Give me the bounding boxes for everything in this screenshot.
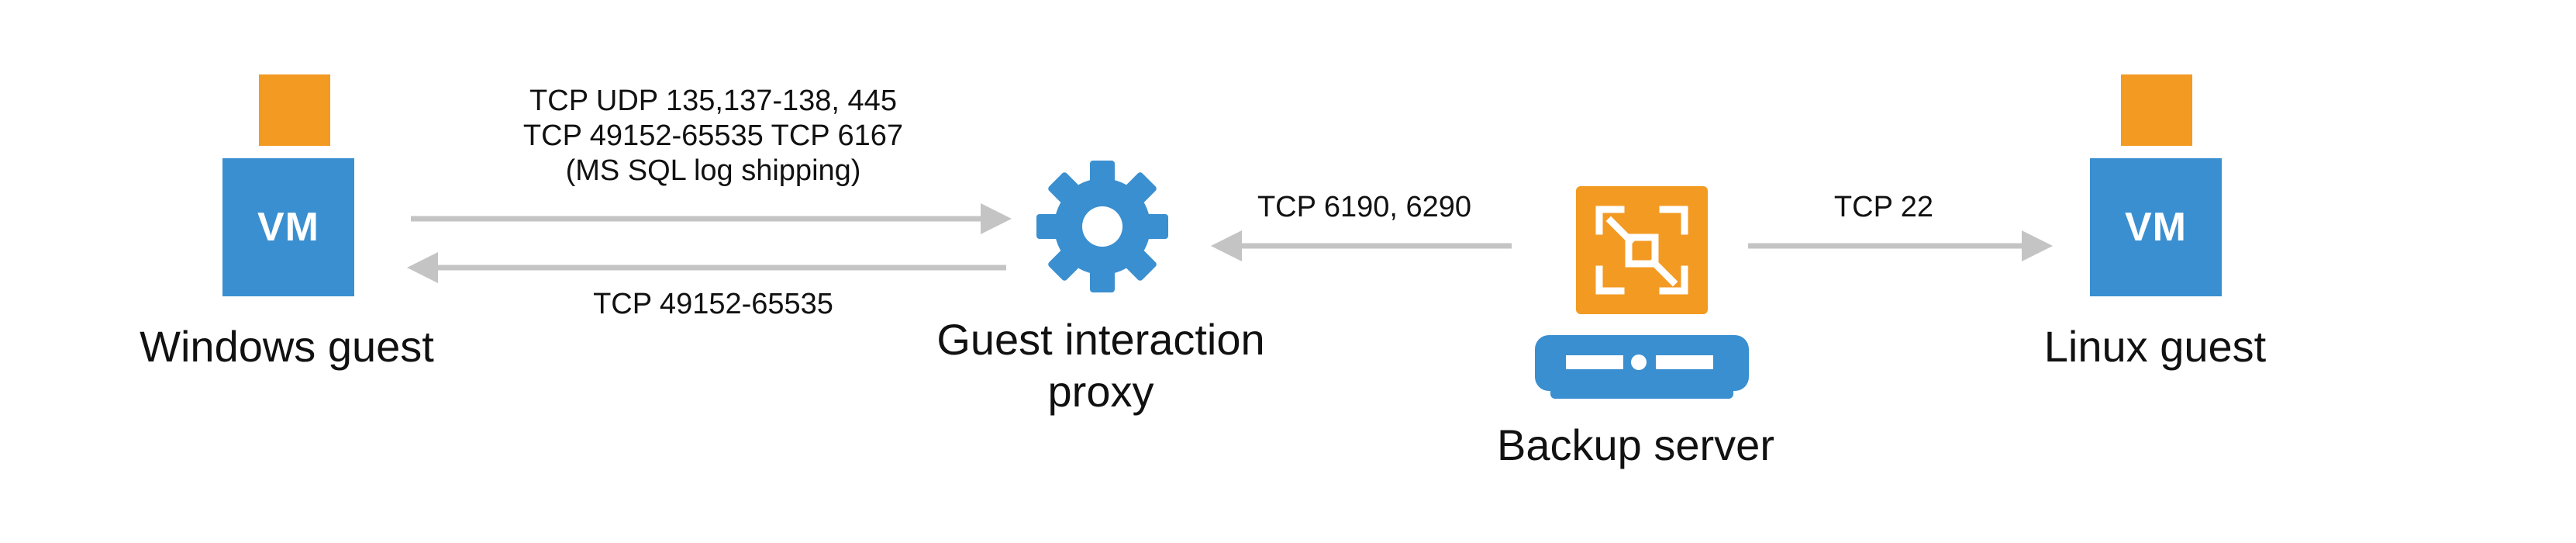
linux-badge <box>2121 74 2192 146</box>
arrow-windows-to-proxy <box>411 203 1012 234</box>
arrow-proxy-to-windows <box>407 252 1006 283</box>
proxy-label: Guest interaction proxy <box>899 313 1302 417</box>
windows-vm-box: VM <box>222 158 354 296</box>
linux-vm-text: VM <box>2125 205 2187 250</box>
gear-icon <box>1036 161 1168 292</box>
proxy-label-line2: proxy <box>1047 367 1154 417</box>
port-label-upper-line1: TCP UDP 135,137-138, 445 <box>529 85 897 117</box>
arrow-backup-to-linux <box>1748 230 2053 261</box>
arrow-backup-to-proxy <box>1211 230 1512 261</box>
linux-vm-box: VM <box>2090 158 2222 296</box>
proxy-label-line1: Guest interaction <box>936 315 1265 364</box>
port-label-upper-line2: TCP 49152-65535 TCP 6167 <box>522 119 904 152</box>
backup-server-label: Backup server <box>1497 420 1774 469</box>
port-label-upper-line3: (MS SQL log shipping) <box>565 154 861 187</box>
port-label-windows-upper: TCP UDP 135,137-138, 445 TCP 49152-65535… <box>481 84 946 188</box>
windows-guest-label: Windows guest <box>140 322 434 371</box>
veeam-backup-icon <box>1576 186 1708 314</box>
port-label-backup-linux: TCP 22 <box>1833 191 1934 223</box>
linux-guest-label: Linux guest <box>2043 322 2267 371</box>
windows-vm-text: VM <box>257 205 319 250</box>
server-chassis-icon <box>1535 335 1749 399</box>
port-label-windows-lower: TCP 49152-65535 <box>593 288 833 320</box>
windows-badge <box>259 74 330 146</box>
port-label-backup-proxy: TCP 6190, 6290 <box>1257 191 1472 223</box>
